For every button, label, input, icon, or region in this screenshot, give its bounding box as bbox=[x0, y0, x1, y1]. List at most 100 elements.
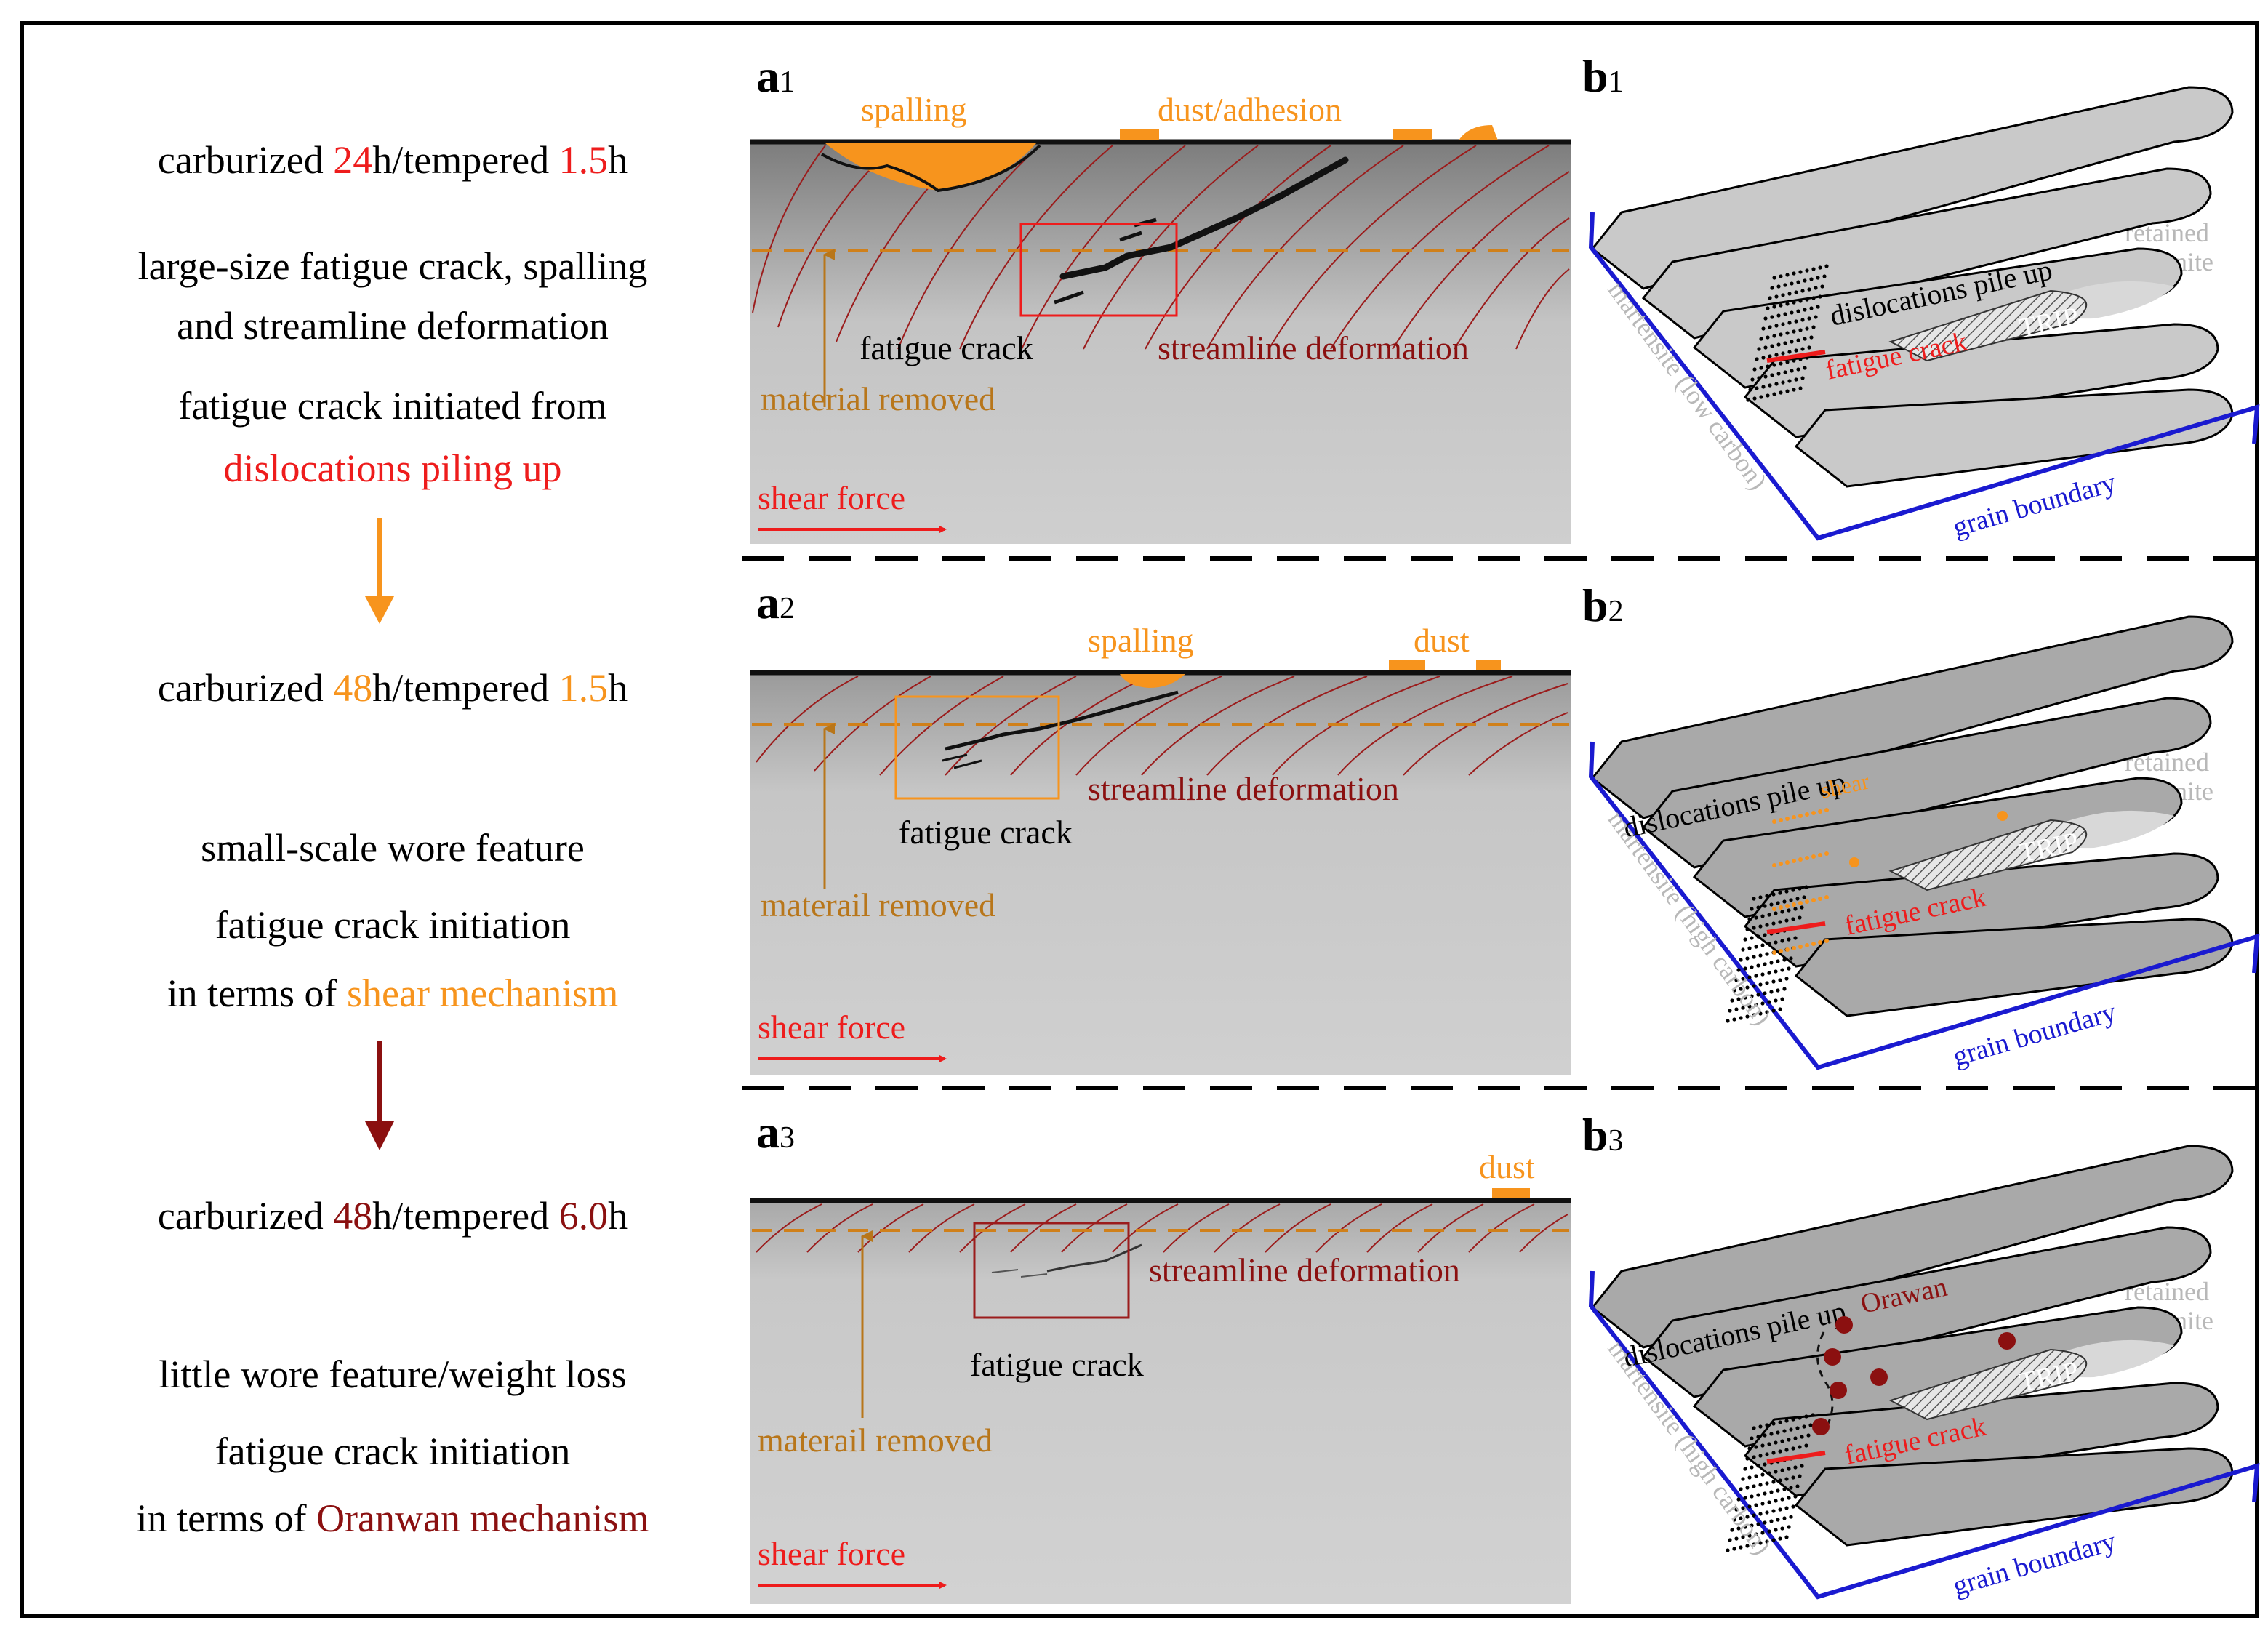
a2-dust-1 bbox=[1389, 660, 1425, 670]
b3-trip-region bbox=[1888, 1348, 2088, 1421]
b2-grain-boundary-label: grain boundary bbox=[1950, 997, 2120, 1073]
figure-frame bbox=[20, 21, 2259, 1618]
a1-main-crack bbox=[1059, 156, 1349, 280]
a2-material-block bbox=[750, 672, 1571, 1075]
a2-dust-label: dust bbox=[1414, 622, 1470, 659]
left-column: carburized 24h/tempered 1.5h large-size … bbox=[137, 138, 649, 1540]
stage1-line2: large-size fatigue crack, spalling bbox=[138, 244, 648, 288]
a2-crack-box bbox=[894, 695, 1060, 800]
a2-shear-label: shear force bbox=[758, 1009, 905, 1046]
b2-shear-point-1 bbox=[1849, 857, 1859, 867]
a2-spalling-label: spalling bbox=[1088, 622, 1194, 659]
b2-label: b2 bbox=[1582, 580, 1624, 631]
a3-dust-1 bbox=[1492, 1188, 1530, 1198]
a2-crack-branch-1 bbox=[942, 753, 968, 762]
a3-fatigue-crack-label: fatigue crack bbox=[970, 1346, 1144, 1383]
b3-orawan-particle-1 bbox=[1835, 1316, 1853, 1334]
stage3-line3: fatigue crack initiation bbox=[215, 1430, 571, 1473]
b2-fatigue-crack-line bbox=[1766, 921, 1826, 934]
panel-a1-label: a1 bbox=[756, 50, 795, 102]
a1-crack-box bbox=[1019, 223, 1178, 317]
a1-material-block bbox=[750, 141, 1571, 544]
a1-crack-branch-2 bbox=[1119, 231, 1142, 242]
a1-spall-crack bbox=[821, 144, 1041, 193]
stage1-line4: fatigue crack initiated from bbox=[178, 384, 606, 428]
arrow-stage2-to-stage3 bbox=[365, 1041, 394, 1150]
a2-removed-label: materail removed bbox=[761, 886, 995, 923]
b1-label: b1 bbox=[1582, 50, 1624, 102]
b1-lath-1 bbox=[1590, 86, 2234, 290]
b3-lath-2 bbox=[1641, 1226, 2212, 1398]
a3-removed-label: materail removed bbox=[758, 1422, 993, 1459]
a1-shear-label: shear force bbox=[758, 479, 905, 516]
panel-a1: a1 spalling du bbox=[750, 50, 1571, 544]
b2-shear-point-2 bbox=[1997, 811, 2008, 821]
a1-removed-label: material removed bbox=[761, 380, 995, 417]
a3-main-crack bbox=[1046, 1243, 1142, 1273]
panel-a2: a2 spalling dust streamline deformation bbox=[750, 577, 1571, 1075]
stage2-line4: in terms of shear mechanism bbox=[167, 971, 619, 1015]
a2-spalling-shape bbox=[1120, 674, 1185, 688]
a1-fatigue-crack-label: fatigue crack bbox=[859, 329, 1033, 366]
a3-dust-label: dust bbox=[1479, 1148, 1535, 1185]
b3-orawan-particle-2 bbox=[1824, 1348, 1841, 1366]
b1-fatigue-crack-line bbox=[1766, 350, 1826, 363]
a2-crack-branch-2 bbox=[953, 759, 982, 769]
a3-streamlines bbox=[756, 1203, 1568, 1253]
a2-main-crack bbox=[945, 690, 1179, 751]
b3-orawan-particle-4 bbox=[1830, 1382, 1847, 1399]
stage2-title: carburized 48h/tempered 1.5h bbox=[158, 666, 628, 710]
a3-crack-box bbox=[973, 1222, 1130, 1319]
b3-lath-1 bbox=[1590, 1145, 2234, 1349]
a1-dust-2 bbox=[1393, 129, 1432, 140]
b3-orawan-particle-5 bbox=[1812, 1418, 1830, 1435]
panel-a3: a3 dust streamline deformation bbox=[750, 1106, 1571, 1604]
b3-orawan-particle-6 bbox=[1998, 1332, 2016, 1350]
a2-streamline-label: streamline deformation bbox=[1088, 770, 1399, 807]
stage2-line3: fatigue crack initiation bbox=[215, 903, 571, 947]
b3-grain-boundary-label: grain boundary bbox=[1950, 1526, 2120, 1602]
a1-streamlines bbox=[752, 145, 1570, 350]
b2-shear-dots bbox=[1772, 808, 1829, 955]
b1-grain-boundary-axes bbox=[1588, 212, 2260, 541]
b3-orawan-loop bbox=[1816, 1331, 1834, 1430]
a1-dust-label: dust/adhesion bbox=[1158, 91, 1342, 128]
a1-crack-branch-1 bbox=[1054, 290, 1084, 305]
panel-b1: b1retainedaustenitedislocations pile upf… bbox=[1582, 50, 2260, 543]
b1-trip-region bbox=[1888, 289, 2088, 362]
stage1-line3: and streamline deformation bbox=[177, 304, 609, 348]
a1-dust-3 bbox=[1459, 125, 1498, 140]
b2-grain-boundary-axes bbox=[1588, 741, 2260, 1070]
panel-b2: b2retainedaustenitedislocations pile upf… bbox=[1582, 580, 2260, 1073]
b1-grain-boundary-label: grain boundary bbox=[1950, 468, 2120, 543]
b2-dislocation-dots bbox=[1726, 885, 1808, 1023]
stage3-title: carburized 48h/tempered 6.0h bbox=[158, 1194, 628, 1238]
a1-dust-1 bbox=[1120, 129, 1159, 140]
panel-a2-label: a2 bbox=[756, 577, 795, 628]
b2-trip-region bbox=[1888, 819, 2088, 891]
b3-grain-boundary-axes bbox=[1588, 1270, 2260, 1600]
a3-material-block bbox=[750, 1200, 1571, 1604]
a2-fatigue-crack-label: fatigue crack bbox=[899, 814, 1073, 851]
panel-b3: b3retainedaustenitedislocations pile upf… bbox=[1582, 1109, 2260, 1602]
b3-fatigue-crack-line bbox=[1766, 1451, 1826, 1464]
stage3-line2: little wore feature/weight loss bbox=[159, 1353, 626, 1396]
stage1-line5: dislocations piling up bbox=[224, 446, 562, 490]
b2-lath-2 bbox=[1641, 697, 2212, 869]
b1-lath-2 bbox=[1641, 167, 2212, 340]
b3-label: b3 bbox=[1582, 1109, 1624, 1161]
a3-crack-branch bbox=[991, 1269, 1048, 1278]
a3-shear-label: shear force bbox=[758, 1535, 905, 1572]
stage2-line2: small-scale wore feature bbox=[201, 826, 585, 870]
a2-dust-2 bbox=[1476, 660, 1501, 670]
a1-spalling-label: spalling bbox=[861, 91, 967, 128]
b3-orawan-particle-3 bbox=[1870, 1368, 1888, 1386]
panel-a3-label: a3 bbox=[756, 1106, 795, 1158]
b2-lath-1 bbox=[1590, 615, 2234, 820]
stage3-line4: in terms of Oranwan mechanism bbox=[137, 1496, 649, 1540]
a3-streamline-label: streamline deformation bbox=[1149, 1251, 1460, 1289]
arrow-stage1-to-stage2 bbox=[365, 518, 394, 624]
a1-streamline-label: streamline deformation bbox=[1158, 329, 1469, 366]
stage1-title: carburized 24h/tempered 1.5h bbox=[158, 138, 628, 182]
